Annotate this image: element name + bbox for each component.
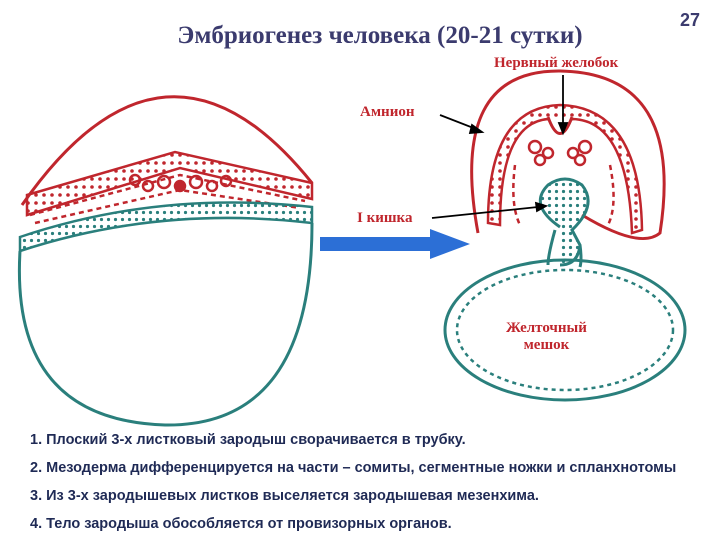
primary-gut [538,177,590,267]
label-neural-groove: Нервный желобок [494,55,619,71]
step-item: 3. Из 3-х зародышевых листков выселяется… [30,488,539,504]
folding-embryo [443,69,687,402]
flat-embryo [17,95,314,427]
slide-number: 27 [680,10,701,30]
amnion-dome-left [20,95,314,206]
somites-right [527,139,593,167]
label-pointers [431,75,569,219]
yolk-sac-left [17,222,314,427]
slide-title: Эмбриогенез человека (20-21 сутки) [177,22,583,49]
process-steps: 1. Плоский 3-х листковый зародыш сворачи… [30,430,710,542]
label-primary-gut: I кишка [357,210,413,226]
embryogenesis-diagram [17,69,687,427]
label-yolk-sac: Желточный мешок [506,320,587,354]
label-yolk-sac-line2: мешок [523,337,570,353]
endoderm-layer-left [18,201,314,253]
label-amnion: Амнион [360,104,415,120]
mesoderm-fold [512,164,522,226]
ectoderm-fold [486,103,644,235]
somites-left [128,173,233,193]
yolk-stalk [546,229,583,268]
label-yolk-sac-line1: Желточный [506,320,587,336]
arrow-right-icon [320,229,470,259]
step-item: 1. Плоский 3-х листковый зародыш сворачи… [30,432,466,448]
ectoderm-layer-left [25,150,314,217]
yolk-sac-right [443,258,687,402]
mesoderm-layer-left [29,173,306,217]
step-item: 4. Тело зародыша обособляется от провизо… [30,516,452,532]
step-item: 2. Мезодерма дифференцируется на части –… [30,460,677,476]
amnion-outer [470,69,666,241]
